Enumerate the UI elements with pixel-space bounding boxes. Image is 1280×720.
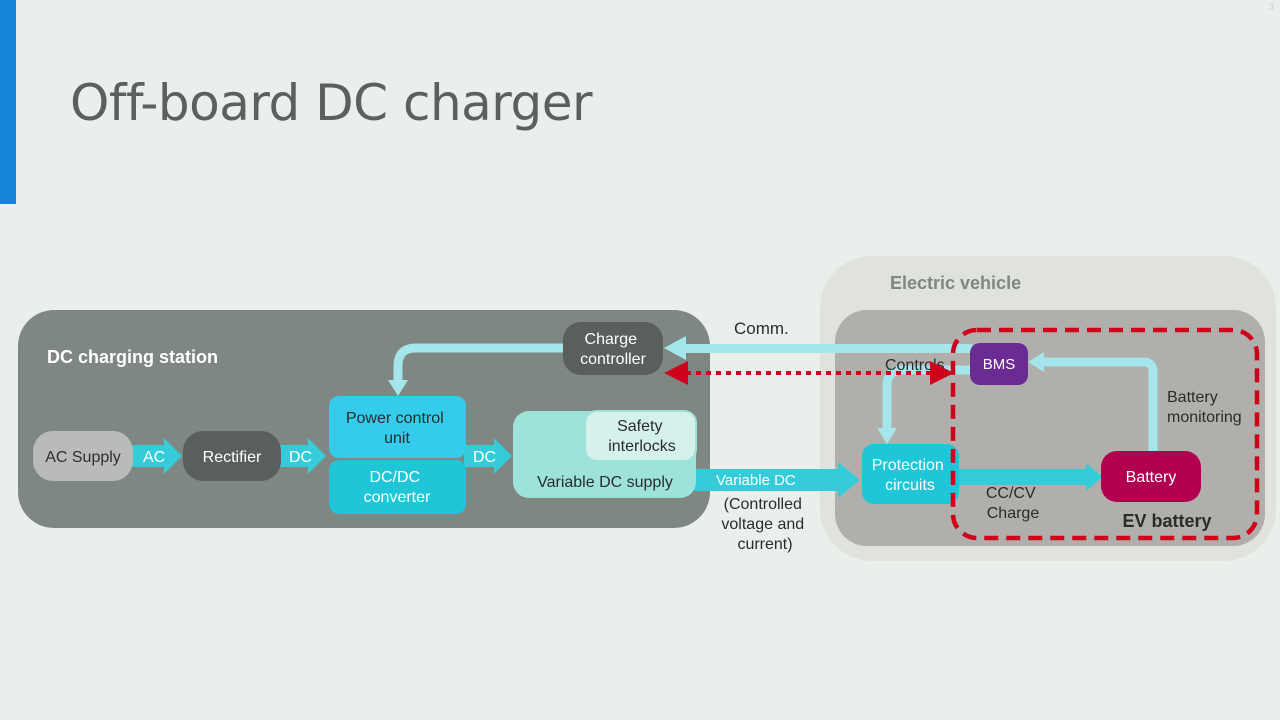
variable-dc-supply-label: Variable DC supply — [537, 474, 673, 491]
comm-arrowhead — [664, 336, 686, 360]
rectifier-node — [183, 431, 281, 481]
power-control-label: Power control unit — [346, 410, 448, 447]
ev-battery-boundary — [950, 327, 1260, 541]
dc-arrow-1-head — [308, 438, 326, 474]
ac-supply-label: AC Supply — [45, 449, 121, 466]
variable-dc-arrow-head — [838, 462, 860, 498]
comm-label: Comm. — [734, 319, 789, 338]
variable-dc-arrow-shaft — [690, 469, 840, 491]
ac-supply-node — [33, 431, 133, 481]
dc-label-1: DC — [289, 449, 312, 466]
ev-battery-label: EV battery — [1122, 511, 1211, 531]
charge-arrow-shaft — [956, 469, 1088, 485]
power-control-node — [329, 396, 466, 458]
controls-label: Controls — [885, 357, 945, 374]
rectifier-label: Rectifier — [203, 449, 262, 466]
ac-label: AC — [143, 449, 165, 466]
control-line — [393, 343, 565, 384]
dc-label-2: DC — [473, 449, 496, 466]
protection-circuits-label: Protection circuits — [872, 457, 949, 494]
charge-arrow-head — [1086, 463, 1102, 491]
battery-monitoring-label: Battery monitoring — [1167, 389, 1242, 426]
safety-interlocks-node — [584, 410, 697, 462]
accent-bar — [0, 0, 16, 204]
variable-dc-label: Variable DC — [716, 472, 796, 489]
monitoring-line — [1042, 357, 1158, 456]
charge-controller-label: Charge controller — [580, 331, 646, 368]
vehicle-label: Electric vehicle — [890, 273, 1021, 293]
bms-node — [970, 343, 1028, 385]
controls-arrowhead — [877, 428, 897, 444]
safety-interlocks-label: Safety interlocks — [608, 418, 676, 455]
battery-label: Battery — [1126, 469, 1177, 486]
dc-arrow-1-shaft — [280, 445, 310, 467]
monitoring-arrowhead — [1028, 352, 1044, 372]
dc-dc-converter-node — [329, 460, 466, 514]
ac-arrowhead — [164, 438, 182, 474]
dc-arrow-2-head — [494, 438, 512, 474]
slide-title: Off-board DC charger — [70, 74, 593, 132]
battery-node — [1101, 451, 1201, 502]
dc-dc-converter-label: DC/DC converter — [364, 469, 431, 506]
charge-controller-node — [563, 322, 663, 375]
dc-arrow-2-shaft — [464, 445, 496, 467]
ac-arrow-shaft — [128, 445, 166, 467]
comm-line — [680, 344, 972, 353]
page-number: 3 — [1268, 2, 1274, 12]
bms-label: BMS — [983, 356, 1016, 373]
control-arrowhead — [388, 380, 408, 396]
station-label: DC charging station — [47, 347, 218, 367]
variable-dc-note: (Controlled voltage and current) — [721, 496, 808, 553]
protection-circuits-node — [862, 444, 959, 504]
cccv-charge-label: CC/CV Charge — [986, 485, 1040, 522]
